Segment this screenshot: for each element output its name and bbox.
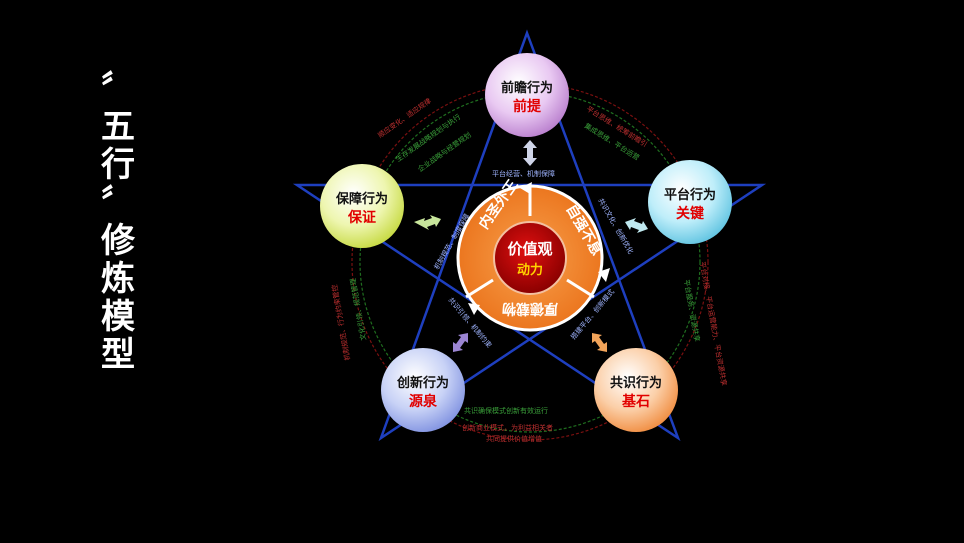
node-right: 平台行为 关键 (648, 160, 732, 244)
node-bltm-sub: 源泉 (409, 393, 438, 410)
note-bottom-c: 共同提供价值增值 (486, 434, 542, 443)
ring-seg-3: 厚德载物 (502, 300, 558, 317)
title-char: 修 (101, 221, 135, 261)
node-right-circle (648, 160, 732, 244)
note-top-left: 顺应变化、适应规律 (376, 96, 433, 140)
title-char: 型 (101, 335, 135, 375)
inner-note-top: 平台经营、机制保障 (492, 169, 555, 178)
center-sub: 动力 (517, 262, 543, 278)
note-right-a: 平台对接、平台运营能力、平台资源共享 (698, 261, 729, 387)
title-char: 〞 (101, 69, 135, 109)
title-char: 〞 (101, 183, 135, 223)
node-top-sub: 前提 (513, 98, 542, 115)
node-brtm-sub: 基石 (622, 393, 650, 410)
connector-arrows (414, 140, 648, 352)
node-right-sub: 关键 (676, 205, 705, 222)
note-bottom-a: 共识确保模式创新有效运行 (464, 406, 548, 415)
node-left: 保障行为 保证 (320, 164, 404, 248)
title-char: 炼 (101, 259, 135, 299)
node-left-sub: 保证 (347, 209, 376, 226)
note-left-b: 文化引领、规范管理 (348, 278, 368, 342)
title-char: 五 (101, 107, 135, 147)
note-bottom-b: 创新商业模式，为利益相关者 (462, 423, 553, 432)
node-brtm-circle (594, 348, 678, 432)
page-title: 〞 五 行 〞 修 炼 模 型 (96, 70, 140, 374)
node-top-title: 前瞻行为 (501, 80, 553, 96)
double-arrow-icon (625, 218, 648, 233)
double-arrow-icon (592, 333, 607, 352)
node-right-title: 平台行为 (664, 187, 716, 203)
double-arrow-icon (453, 333, 468, 352)
node-left-title: 保障行为 (335, 191, 388, 207)
double-arrow-icon (523, 140, 537, 166)
ring-arrow (520, 182, 532, 194)
ring-divider (465, 278, 494, 299)
ring-divider (566, 278, 595, 299)
title-char: 行 (101, 145, 135, 185)
node-bottom-right: 共识行为 基石 (594, 348, 678, 432)
double-arrow-icon (414, 215, 441, 230)
node-bottom-left: 创新行为 源泉 (381, 348, 465, 432)
note-left-a: 机制规范、行为约束管控 (330, 284, 352, 361)
node-top-circle (485, 53, 569, 137)
ring-arrow (468, 303, 480, 315)
value-core (493, 221, 567, 295)
title-char: 模 (101, 297, 135, 337)
node-brtm-title: 共识行为 (610, 375, 662, 391)
center-title: 价值观 (507, 240, 552, 258)
node-bltm-circle (381, 348, 465, 432)
node-left-circle (320, 164, 404, 248)
node-top: 前瞻行为 前提 (485, 53, 569, 137)
outer-ring-red (351, 83, 709, 441)
node-bltm-title: 创新行为 (396, 375, 449, 391)
ring-arrow (598, 268, 610, 282)
